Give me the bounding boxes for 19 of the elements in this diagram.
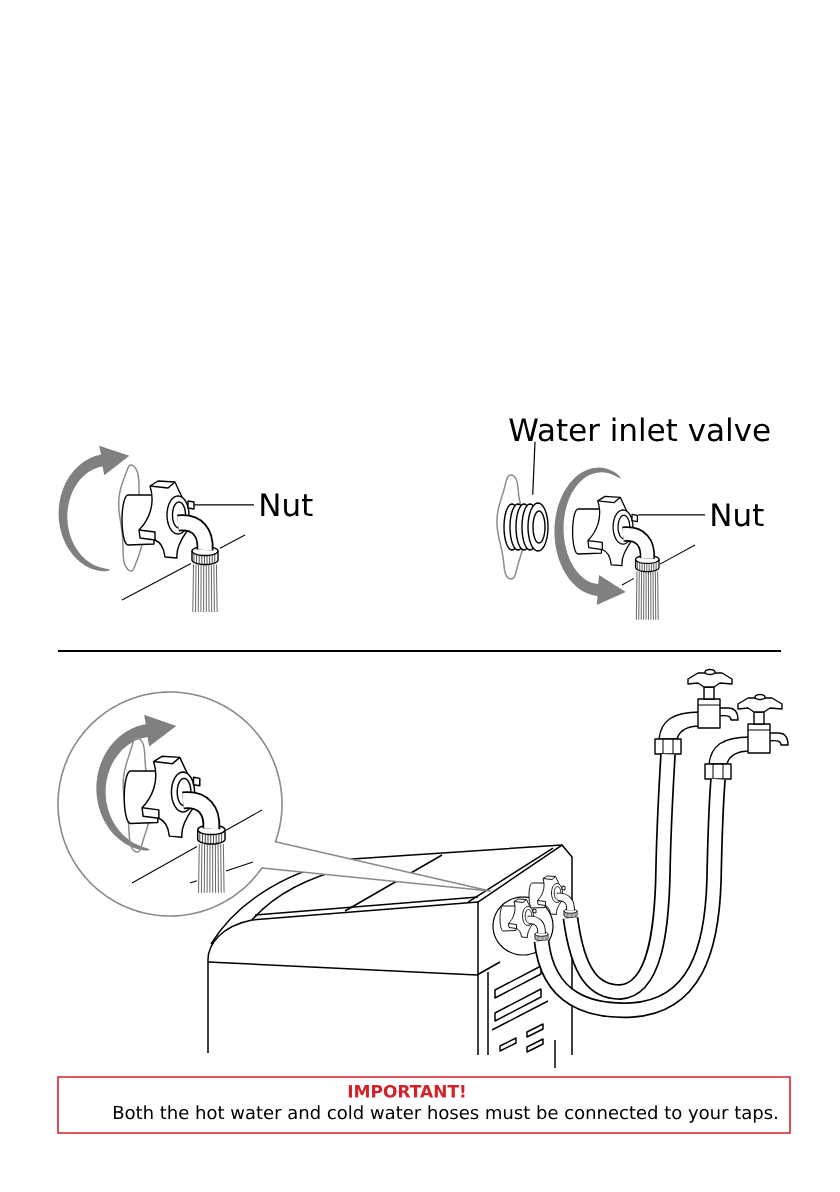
tap	[704, 693, 789, 780]
nut	[571, 495, 639, 567]
inlet-valve	[496, 474, 549, 580]
part-label: Water inlet valve	[509, 417, 770, 442]
warning-title: IMPORTANT!	[348, 1084, 465, 1098]
nut	[122, 737, 201, 853]
warning-text: Both the hot water and cold water hoses must be connected to your taps.	[114, 1105, 777, 1123]
hose-connector	[499, 898, 549, 942]
part-label: Nut	[261, 493, 313, 517]
tap	[654, 668, 739, 755]
part-label: Nut	[712, 503, 764, 527]
hose	[562, 753, 676, 1000]
hose	[533, 778, 726, 1019]
leader-line	[532, 441, 536, 496]
leader-line	[193, 504, 255, 506]
nut	[117, 464, 195, 572]
warning-box	[57, 1076, 791, 1134]
leader-line	[637, 514, 706, 516]
hose-connector	[528, 875, 578, 919]
